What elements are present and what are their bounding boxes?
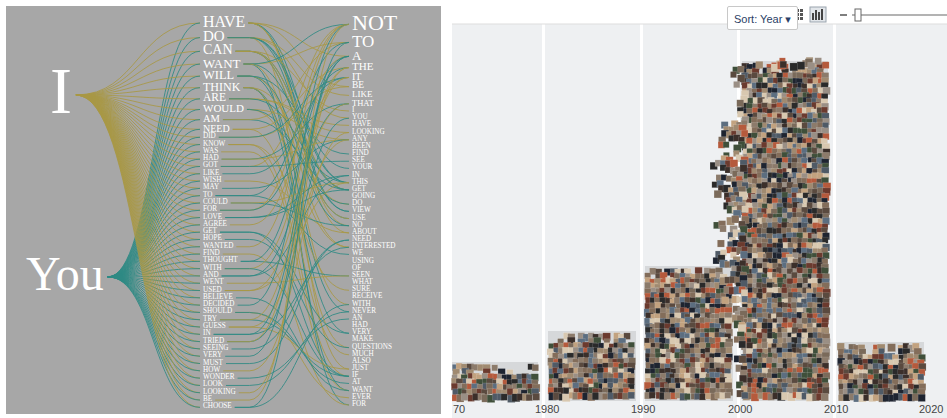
branch-line	[235, 305, 349, 408]
branch-line	[214, 56, 349, 334]
branch-line	[76, 95, 200, 174]
thumbnail	[533, 393, 540, 400]
branch-line	[235, 312, 349, 383]
branch-line	[225, 104, 349, 291]
branch-line	[108, 277, 200, 407]
branch-line	[108, 261, 200, 277]
branch-line	[108, 277, 200, 378]
branch-line	[76, 88, 200, 95]
branch-line	[229, 99, 349, 133]
thumbnail	[526, 394, 532, 400]
branch-line	[236, 51, 349, 190]
thumbnail	[762, 342, 768, 348]
thumbnail	[705, 382, 711, 388]
branch-line	[227, 118, 349, 341]
bin-ground	[452, 362, 538, 401]
branch-line	[76, 95, 200, 393]
thumbnail	[766, 117, 772, 123]
branch-line	[76, 95, 200, 356]
branch-line	[108, 277, 200, 356]
decade-separator	[542, 24, 545, 418]
branch-line	[76, 95, 200, 371]
branch-line	[228, 38, 349, 169]
thumbnail	[501, 394, 507, 400]
thumbnail	[532, 364, 538, 370]
chart-ground	[452, 24, 947, 418]
branch-line	[235, 42, 349, 407]
branch-line	[76, 51, 200, 95]
thumbnail	[761, 163, 767, 169]
branch-line	[236, 51, 349, 190]
branch-line	[221, 24, 349, 166]
thumbnail	[649, 392, 655, 398]
branch-line	[238, 24, 349, 305]
branch-line	[76, 23, 200, 95]
branch-line	[76, 76, 200, 95]
bin-ground	[742, 61, 828, 401]
branch-line	[221, 152, 349, 391]
thumbnail	[664, 393, 671, 400]
branch-line	[108, 277, 200, 393]
thumbnail	[742, 289, 749, 296]
branch-line	[108, 218, 200, 277]
thumbnail	[628, 392, 635, 399]
thumbnail	[821, 107, 827, 113]
decade-separator	[833, 24, 836, 418]
branch-line	[108, 277, 200, 400]
thumbnail	[699, 394, 705, 400]
branch-line	[76, 95, 200, 342]
branch-line	[239, 68, 349, 393]
bin-ground	[838, 342, 924, 401]
bin-ground	[645, 266, 733, 401]
branch-line	[238, 319, 349, 378]
branch-line	[76, 95, 200, 385]
branch-line	[220, 24, 349, 210]
branch-line	[76, 95, 200, 400]
photo-thumbnails	[451, 57, 926, 402]
branch-line	[236, 24, 349, 246]
branch-line	[225, 56, 349, 356]
branch-line	[225, 176, 349, 218]
thumbnail	[492, 365, 498, 371]
thumbnail	[726, 347, 732, 353]
branch-line	[76, 95, 200, 364]
thumbnail	[766, 252, 773, 259]
branch-line	[222, 104, 349, 276]
decade-separators	[542, 24, 836, 418]
thumbnail	[644, 282, 651, 289]
branch-line	[108, 277, 200, 386]
branch-line	[223, 133, 349, 371]
branch-line	[236, 51, 349, 218]
word-tree-panel	[6, 6, 441, 414]
branch-line	[76, 95, 200, 378]
branch-line	[236, 51, 349, 218]
branch-line	[228, 38, 349, 119]
thumbnail	[725, 392, 731, 398]
branch-line	[76, 95, 200, 349]
branch-line	[223, 254, 349, 405]
thumbnail	[684, 394, 690, 400]
thumbnail	[791, 272, 798, 279]
decade-separator	[640, 24, 643, 418]
bin-ground	[548, 331, 636, 401]
thumbnail	[752, 72, 758, 78]
branch-line	[231, 183, 349, 203]
word-tree-branches	[76, 23, 349, 407]
branch-line	[226, 312, 349, 386]
thumbnail	[461, 394, 468, 401]
